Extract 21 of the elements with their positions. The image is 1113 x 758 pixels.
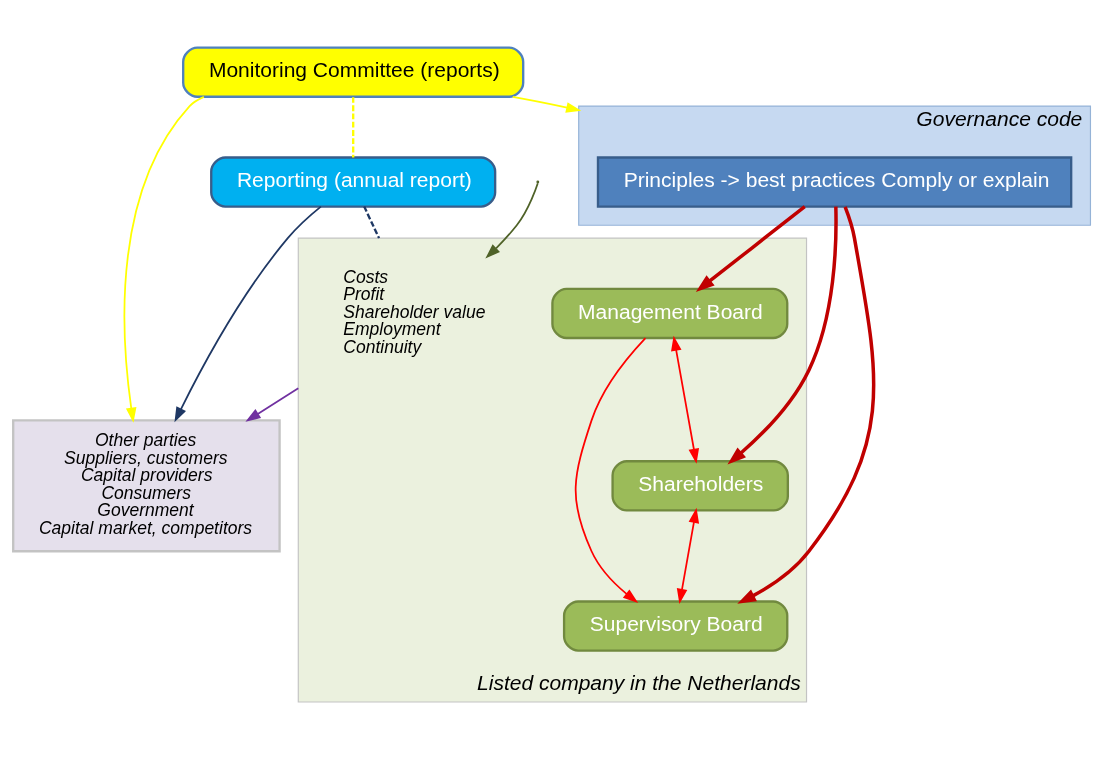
arrow — [485, 181, 539, 259]
arrow — [245, 386, 300, 422]
node-box: Supervisory Board — [562, 599, 789, 652]
node-box: Management Board — [551, 287, 789, 339]
node-box: Other parties Suppliers, customers Capital providers Consumers Government Capital market, competitors — [12, 418, 281, 552]
arrow — [727, 206, 838, 465]
arrow — [695, 204, 806, 292]
node-box: Monitoring Committee (reports) — [182, 46, 525, 98]
node-text: Costs Profit Shareholder value Employment Continuity — [343, 266, 486, 357]
arrow — [174, 205, 322, 422]
node-box: Reporting (annual report) — [210, 155, 497, 208]
node-box: Shareholders — [611, 459, 789, 512]
arrow — [511, 95, 582, 113]
connector — [352, 96, 355, 157]
connector — [363, 205, 381, 239]
arrow — [123, 95, 205, 423]
arrow — [671, 335, 700, 464]
arrow — [676, 507, 700, 604]
arrow — [737, 205, 876, 604]
node-box: Principles -> best practices Comply or explain — [596, 155, 1073, 208]
arrow — [574, 336, 647, 603]
